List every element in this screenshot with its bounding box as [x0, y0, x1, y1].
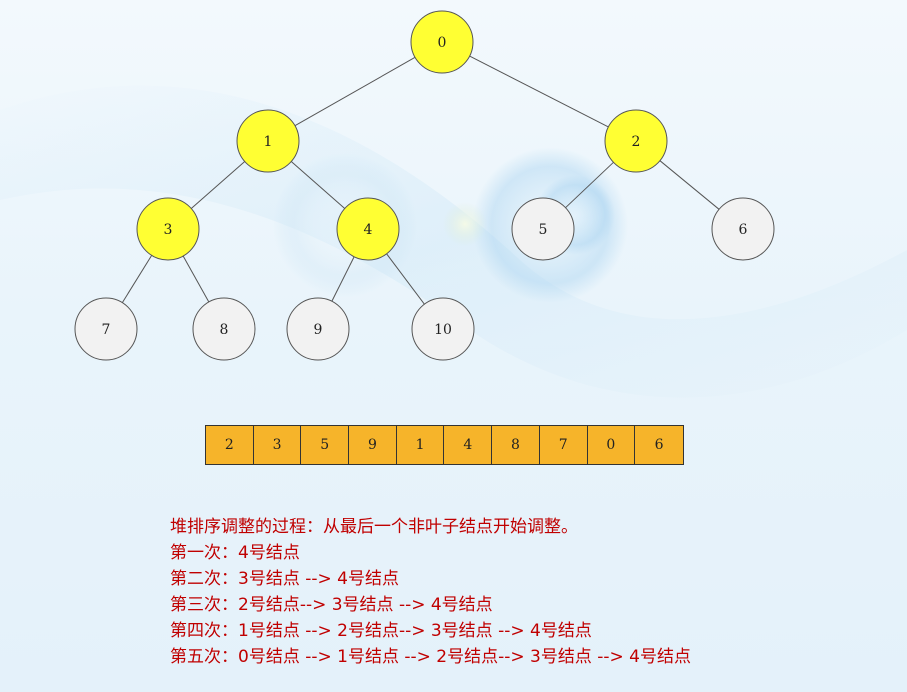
- tree-edges: [121, 55, 720, 305]
- edge-n2-n5: [565, 161, 614, 209]
- tree-node-6: 6: [711, 197, 775, 261]
- array-cell: 1: [396, 426, 445, 464]
- node-circle: [336, 197, 400, 261]
- edge-n2-n6: [659, 160, 720, 210]
- tree-node-8: 8: [192, 297, 256, 361]
- array-cell: 8: [492, 426, 540, 464]
- node-label: 6: [739, 222, 748, 238]
- tree-nodes: 0 1 2 3 4 5 6 7 8 9 10: [74, 10, 775, 361]
- tree-node-5: 5: [511, 197, 575, 261]
- node-label: 9: [314, 322, 323, 338]
- tree-node-9: 9: [286, 297, 350, 361]
- tree-node-0: 0: [410, 10, 474, 74]
- heap-sort-notes: 堆排序调整的过程：从最后一个非叶子结点开始调整。 第一次：4号结点 第二次：3号…: [170, 514, 691, 670]
- notes-title: 堆排序调整的过程：从最后一个非叶子结点开始调整。: [170, 517, 578, 537]
- heap-tree-diagram: 0 1 2 3 4 5 6 7 8 9 10: [74, 10, 775, 361]
- tree-node-7: 7: [74, 297, 138, 361]
- array-cell: 6: [635, 426, 683, 464]
- node-circle: [410, 10, 474, 74]
- array-cell: 0: [587, 426, 636, 464]
- node-circle: [136, 197, 200, 261]
- node-label: 0: [438, 35, 447, 51]
- node-label: 5: [539, 222, 548, 238]
- tree-node-3: 3: [136, 197, 200, 261]
- edge-n0-n2: [469, 55, 609, 128]
- edge-n3-n8: [182, 255, 210, 303]
- edge-n3-n7: [121, 255, 153, 303]
- tree-node-4: 4: [336, 197, 400, 261]
- array-cell: 3: [253, 426, 302, 464]
- tree-node-2: 2: [604, 109, 668, 173]
- tree-node-10: 10: [411, 297, 475, 361]
- edge-n1-n4: [290, 161, 346, 209]
- notes-line-3: 第三次：2号结点--> 3号结点 --> 4号结点: [170, 595, 493, 615]
- node-circle: [192, 297, 256, 361]
- edge-n1-n3: [190, 161, 246, 209]
- tree-node-1: 1: [236, 109, 300, 173]
- node-label: 7: [102, 322, 111, 338]
- notes-line-4: 第四次：1号结点 --> 2号结点--> 3号结点 --> 4号结点: [170, 621, 592, 641]
- edge-n4-n10: [386, 253, 425, 305]
- array-cell: 7: [539, 426, 588, 464]
- array-cell: 4: [444, 426, 493, 464]
- node-label: 3: [164, 222, 173, 238]
- array-cell: 2: [206, 426, 254, 464]
- node-label: 8: [220, 322, 229, 338]
- node-circle: [286, 297, 350, 361]
- edge-n0-n1: [294, 56, 416, 127]
- node-label: 2: [632, 134, 641, 150]
- node-label: 10: [434, 322, 452, 338]
- node-circle: [411, 297, 475, 361]
- notes-line-5: 第五次：0号结点 --> 1号结点 --> 2号结点--> 3号结点 --> 4…: [170, 647, 691, 667]
- node-label: 1: [264, 134, 273, 150]
- node-circle: [511, 197, 575, 261]
- notes-line-1: 第一次：4号结点: [170, 543, 300, 563]
- array-cell: 5: [301, 426, 350, 464]
- node-circle: [74, 297, 138, 361]
- node-circle: [604, 109, 668, 173]
- array-cell: 9: [349, 426, 397, 464]
- node-circle: [711, 197, 775, 261]
- node-circle: [236, 109, 300, 173]
- edge-n4-n9: [331, 256, 355, 302]
- node-label: 4: [364, 222, 373, 238]
- notes-line-2: 第二次：3号结点 --> 4号结点: [170, 569, 399, 589]
